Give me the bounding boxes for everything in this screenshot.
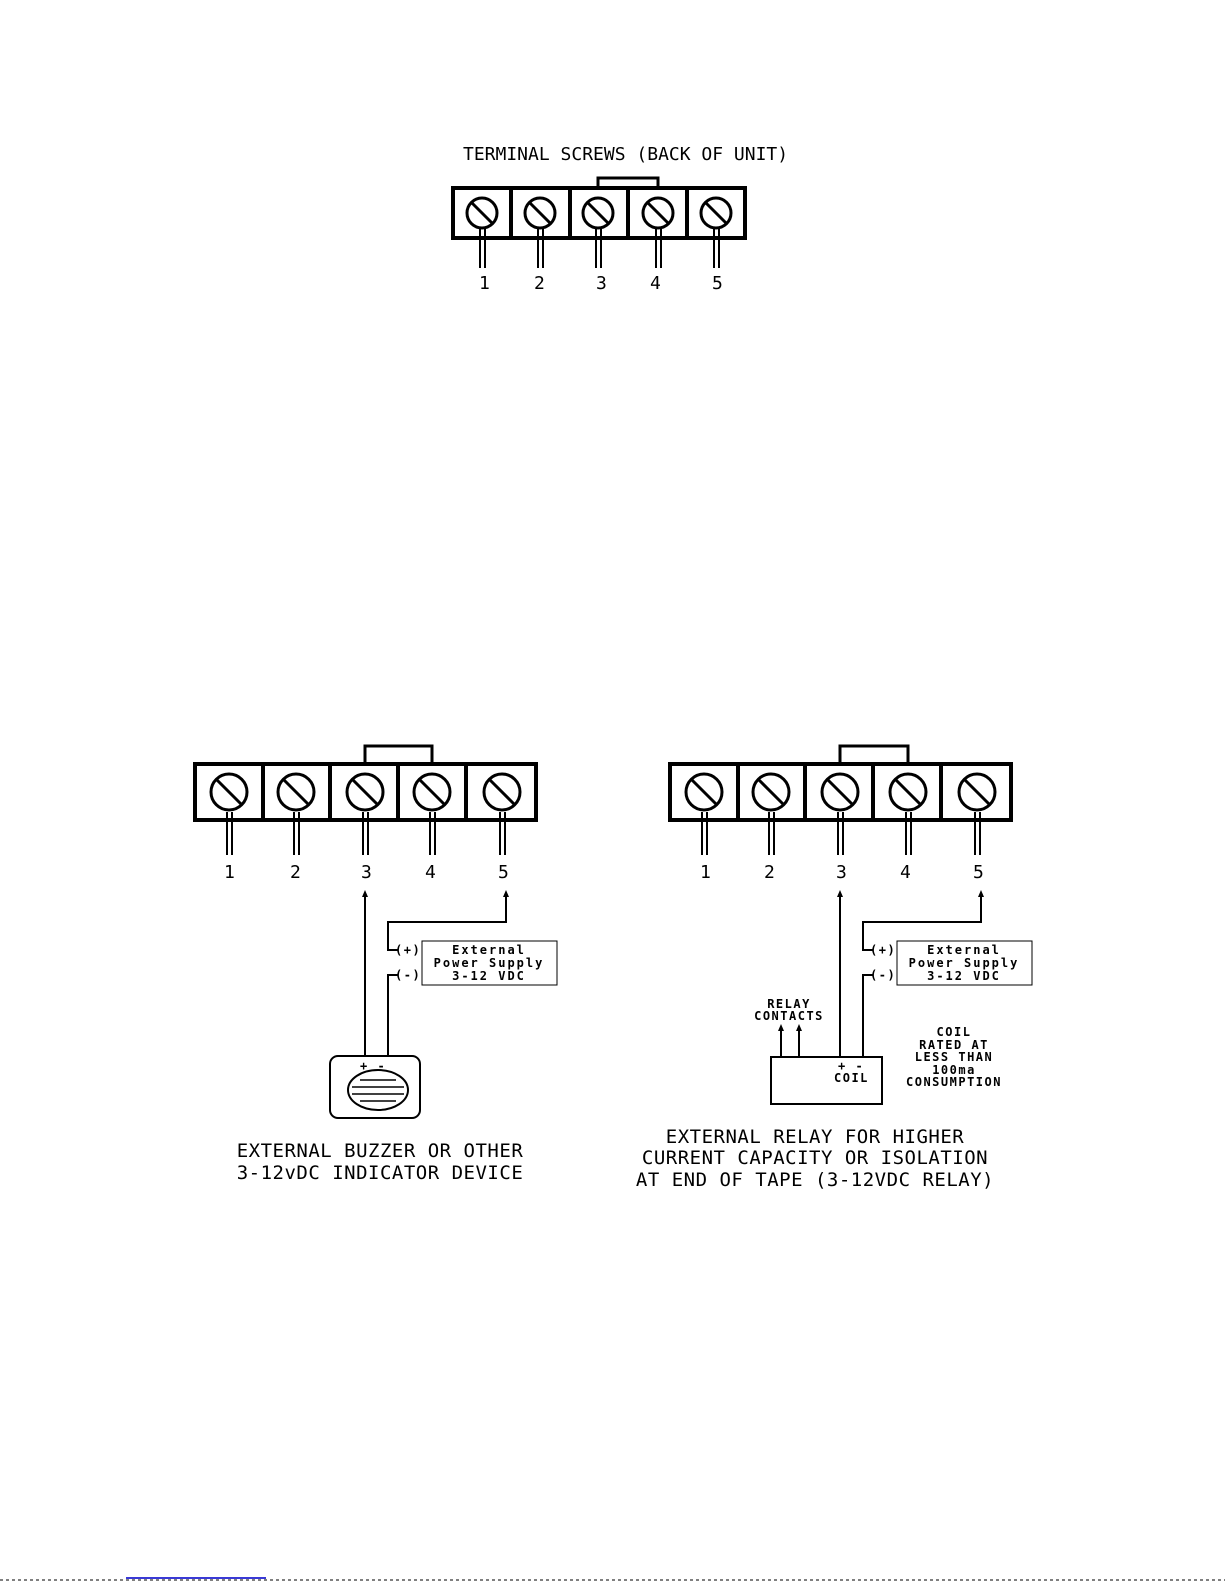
external-power-supply-box xyxy=(421,940,558,986)
screw-icon xyxy=(523,196,557,230)
buzzer-icon xyxy=(329,1055,421,1119)
terminal-number: 3 xyxy=(361,862,372,883)
minus-label: (-) xyxy=(395,968,421,982)
terminal-number: 2 xyxy=(290,862,301,883)
terminal-number: 1 xyxy=(700,862,711,883)
screw-icon xyxy=(684,772,724,812)
coil-rating-line: CONSUMPTION xyxy=(906,1075,1002,1089)
terminal-number: 1 xyxy=(479,273,490,294)
screw-icon xyxy=(820,772,860,812)
relay-wiring-diagram: 1 2 3 4 5 (+) (-) External Power Supply … xyxy=(636,744,1033,1191)
coil-rating-line: RATED AT xyxy=(919,1038,989,1052)
arrow-icon xyxy=(503,890,509,897)
screw-icon xyxy=(276,772,316,812)
arrow-icon xyxy=(796,1024,802,1031)
relay-contacts-label: RELAY xyxy=(767,997,811,1011)
screw-icon xyxy=(699,196,733,230)
buzzer-caption-line: 3-12vDC INDICATOR DEVICE xyxy=(237,1162,524,1184)
screw-icon xyxy=(888,772,928,812)
arrow-icon xyxy=(778,1024,784,1031)
terminal-number: 1 xyxy=(224,862,235,883)
power-supply-line: Power Supply xyxy=(434,956,545,970)
screw-icon xyxy=(465,196,499,230)
terminal-number: 3 xyxy=(596,273,607,294)
power-supply-line: External xyxy=(927,943,1001,957)
terminal-number: 5 xyxy=(712,273,723,294)
power-supply-line: Power Supply xyxy=(909,956,1020,970)
terminal-number: 2 xyxy=(534,273,545,294)
screw-icon xyxy=(957,772,997,812)
coil-rating-line: 100ma xyxy=(932,1063,976,1077)
arrow-icon xyxy=(362,890,368,897)
coil-polarity: + - xyxy=(838,1059,864,1073)
wire-supply-minus-to-coil xyxy=(862,974,873,1058)
power-supply-line: External xyxy=(452,943,526,957)
top-diagram-title: TERMINAL SCREWS (BACK OF UNIT) xyxy=(463,144,788,165)
screw-icon xyxy=(581,196,615,230)
relay-caption-line: CURRENT CAPACITY OR ISOLATION xyxy=(642,1147,988,1169)
terminal-number: 2 xyxy=(764,862,775,883)
screw-icon xyxy=(482,772,522,812)
minus-label: (-) xyxy=(870,968,896,982)
arrow-icon xyxy=(837,890,843,897)
plus-label: (+) xyxy=(395,943,421,957)
terminal-number: 5 xyxy=(498,862,509,883)
power-supply-line: 3-12 VDC xyxy=(452,969,526,983)
terminal-number: 4 xyxy=(425,862,436,883)
screw-icon xyxy=(412,772,452,812)
relay-box xyxy=(770,1056,883,1105)
relay-caption-line: EXTERNAL RELAY FOR HIGHER xyxy=(666,1126,965,1148)
power-supply-line: 3-12 VDC xyxy=(927,969,1001,983)
relay-contacts-label: CONTACTS xyxy=(754,1009,824,1023)
top-terminal-diagram: TERMINAL SCREWS (BACK OF UNIT) 1 2 3 4 5 xyxy=(451,144,788,294)
terminal-number: 4 xyxy=(900,862,911,883)
coil-rating-line: COIL xyxy=(937,1025,972,1039)
screw-icon xyxy=(345,772,385,812)
coil-rating-line: LESS THAN xyxy=(915,1050,994,1064)
relay-caption-line: AT END OF TAPE (3-12VDC RELAY) xyxy=(636,1169,994,1191)
wire-terminal5-to-supply-plus xyxy=(387,895,507,951)
coil-label: COIL xyxy=(834,1071,869,1085)
plus-label: (+) xyxy=(870,943,896,957)
top-leads xyxy=(479,229,720,268)
buzzer-wiring-diagram: 1 2 3 4 5 (+) (-) External Power Supply … xyxy=(193,744,558,1184)
buzzer-caption-line: EXTERNAL BUZZER OR OTHER xyxy=(237,1140,524,1162)
buzzer-polarity: + - xyxy=(360,1059,386,1073)
external-power-supply-box xyxy=(896,940,1033,986)
terminal-number: 5 xyxy=(973,862,984,883)
terminal-number: 3 xyxy=(836,862,847,883)
wire-terminal5-to-supply-plus xyxy=(862,895,982,951)
screw-icon xyxy=(751,772,791,812)
arrow-icon xyxy=(978,890,984,897)
screw-icon xyxy=(209,772,249,812)
wire-supply-minus-to-buzzer xyxy=(387,974,398,1058)
terminal-number: 4 xyxy=(650,273,661,294)
screw-icon xyxy=(641,196,675,230)
top-screws xyxy=(465,188,733,238)
